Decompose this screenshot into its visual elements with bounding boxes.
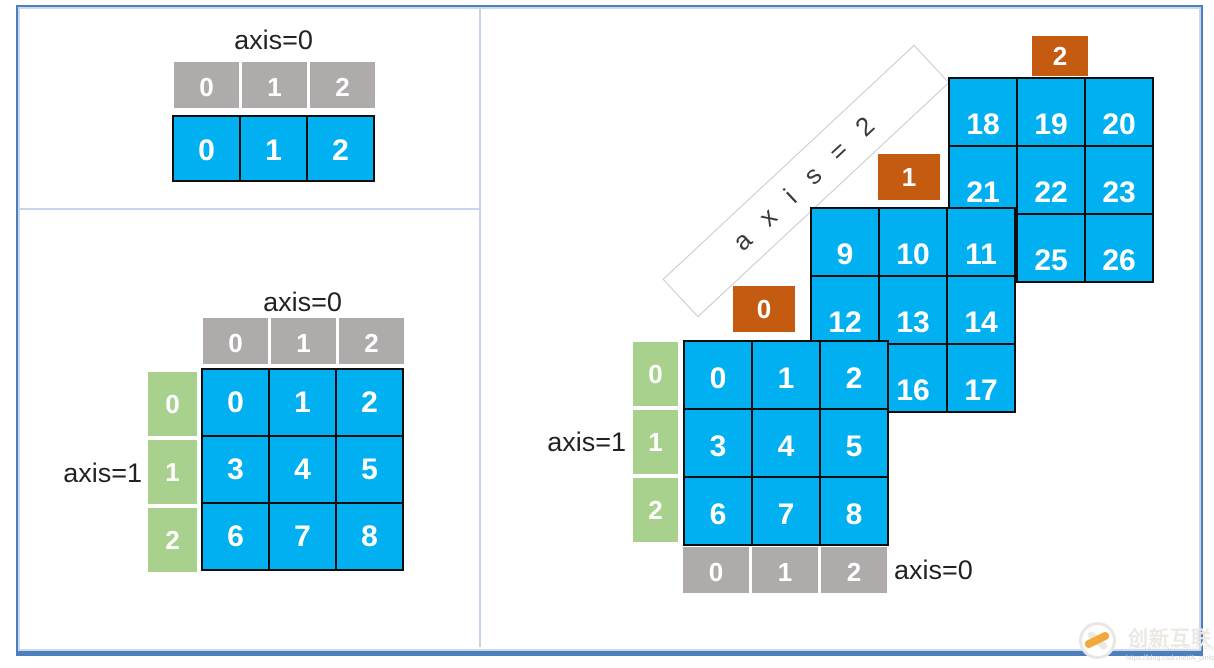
- array-cell: 11: [948, 209, 1014, 275]
- array-cell: 5: [821, 410, 887, 476]
- index-cell: 0: [683, 547, 749, 593]
- array-cell: 2: [821, 342, 887, 408]
- watermark-brand-name: 创新互联: [1128, 628, 1212, 650]
- array-cell: 0: [174, 117, 239, 180]
- axis0-label-3d: axis=0: [894, 555, 973, 585]
- index-cell: 2: [148, 508, 197, 572]
- panel-divider-vertical: [479, 9, 481, 647]
- array-cell: 4: [270, 437, 335, 502]
- array-cell: 23: [1086, 147, 1152, 213]
- index-cell: 2: [310, 62, 375, 108]
- array-1d-grid: 0 1 2: [172, 115, 375, 182]
- array-cell: 7: [753, 478, 819, 544]
- array-cell: 1: [753, 342, 819, 408]
- array-cell: 14: [948, 277, 1014, 343]
- array-cell: 7: [270, 504, 335, 569]
- index-cell: 1: [242, 62, 307, 108]
- axis1-label-3d: axis=1: [547, 427, 626, 457]
- index-row-3d: 0 1 2: [683, 547, 887, 593]
- array-cell: 13: [880, 277, 946, 343]
- array-cell: 12: [812, 277, 878, 343]
- array-cell: 21: [950, 147, 1016, 213]
- array-cell: 2: [308, 117, 373, 180]
- array-cell: 6: [685, 478, 751, 544]
- array-cell: 9: [812, 209, 878, 275]
- index-cell: 0: [203, 318, 268, 364]
- index-cell: 0: [633, 342, 678, 406]
- array-cell: 2: [337, 370, 402, 435]
- array-cell: 3: [203, 437, 268, 502]
- slice-badge-1: 1: [878, 154, 940, 200]
- index-cell: 2: [821, 547, 887, 593]
- array-2d-grid: 0 1 2 3 4 5 6 7 8: [201, 368, 404, 571]
- slice-badge-0: 0: [733, 286, 795, 332]
- index-cell: 1: [271, 318, 336, 364]
- array-cell: 25: [1018, 215, 1084, 281]
- watermark-subtitle: CHUANGXIN HULIAN: [1129, 645, 1214, 652]
- index-cell: 2: [633, 478, 678, 542]
- index-col-3d: 0 1 2: [633, 342, 678, 542]
- array-cell: 6: [203, 504, 268, 569]
- index-row-1d: 0 1 2: [174, 62, 375, 108]
- array-cell: 8: [821, 478, 887, 544]
- axis0-label-2d: axis=0: [263, 287, 342, 317]
- slice-2-grid: 18 19 20 21 22 23 24 25 26: [948, 77, 1154, 283]
- watermark-url: https://blog.csdn.net/A_pinkpig: [1126, 655, 1214, 662]
- array-cell: 18: [950, 79, 1016, 145]
- array-cell: 4: [753, 410, 819, 476]
- array-cell: 16: [880, 345, 946, 411]
- array-cell: 0: [685, 342, 751, 408]
- index-cell: 1: [752, 547, 818, 593]
- array-cell: 20: [1086, 79, 1152, 145]
- array-cell: 22: [1018, 147, 1084, 213]
- brand-logo-icon: [1079, 622, 1116, 659]
- array-cell: 0: [203, 370, 268, 435]
- array-cell: 10: [880, 209, 946, 275]
- panel-divider-horizontal: [20, 208, 479, 210]
- slice-0-grid: 0 1 2 3 4 5 6 7 8: [683, 340, 889, 546]
- axis0-label-1d: axis=0: [234, 25, 313, 55]
- outer-frame: [16, 5, 1203, 656]
- array-cell: 3: [685, 410, 751, 476]
- array-cell: 19: [1018, 79, 1084, 145]
- index-col-2d: 0 1 2: [148, 372, 197, 572]
- index-cell: 2: [339, 318, 404, 364]
- index-cell: 1: [633, 410, 678, 474]
- slice-badge-2: 2: [1032, 36, 1088, 76]
- index-cell: 0: [174, 62, 239, 108]
- array-cell: 26: [1086, 215, 1152, 281]
- index-cell: 1: [148, 440, 197, 504]
- array-cell: 1: [270, 370, 335, 435]
- axis1-label-2d: axis=1: [63, 458, 142, 488]
- array-cell: 1: [241, 117, 306, 180]
- array-cell: 5: [337, 437, 402, 502]
- array-cell: 8: [337, 504, 402, 569]
- array-cell: 17: [948, 345, 1014, 411]
- index-cell: 0: [148, 372, 197, 436]
- index-row-2d: 0 1 2: [203, 318, 404, 364]
